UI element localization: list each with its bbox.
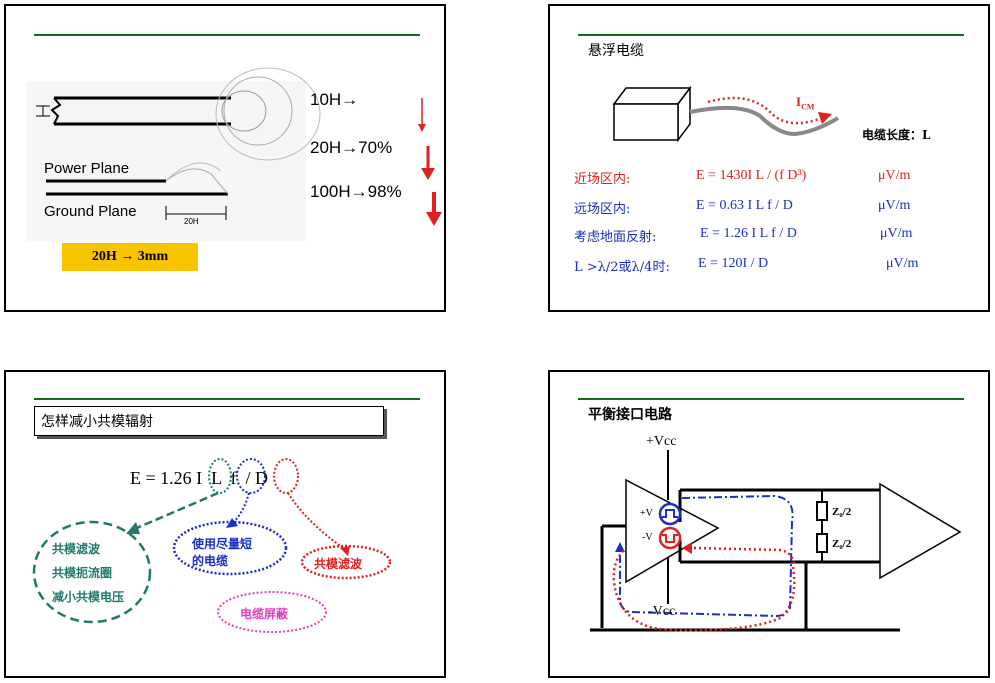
pcb-plane-diagram <box>26 67 442 241</box>
slide-floating-cable: 悬浮电缆 ICM 电缆长度：L 近场区内: E = 1430I L / (f D… <box>548 4 990 312</box>
title-rule <box>34 34 420 36</box>
teal-item-2: 共模扼流圈 <box>52 566 113 580</box>
cable-diagram <box>612 85 840 143</box>
row-ground-label: 考虑地面反射: <box>574 230 657 245</box>
title-rule <box>578 398 964 400</box>
title-box: 怎样减小共模辐射 <box>34 406 384 436</box>
title-rule <box>578 34 964 36</box>
row-ground-formula: E = 1.26 I L f / D <box>700 226 797 241</box>
z0-upper-label: Z₀/2 <box>832 506 852 518</box>
badge-20h-3mm: 20H → 3mm <box>62 243 198 271</box>
slide-balanced-interface: 平衡接口电路 +Vcc -Vcc +V -V Z <box>548 370 990 678</box>
row-far-unit: μV/m <box>878 198 911 213</box>
teal-item-3: 减小共模电压 <box>52 590 125 604</box>
row-ground-unit: μV/m <box>880 226 913 241</box>
blue-item-1: 使用尽量短 <box>192 537 253 551</box>
balanced-circuit-diagram <box>590 450 962 632</box>
vcc-positive-label: +Vcc <box>646 434 677 449</box>
red-item: 共模滤波 <box>314 557 363 571</box>
plus-v-label: +V <box>640 508 653 519</box>
dim-20h-label: 20H <box>184 217 199 226</box>
row-lambda-formula: E = 120I / D <box>698 256 769 271</box>
teal-item-1: 共模滤波 <box>52 542 101 556</box>
power-plane-label: Power Plane <box>44 160 130 177</box>
row-far-label: 远场区内: <box>574 202 631 217</box>
cm-reduction-diagram <box>32 458 392 633</box>
minus-v-label: -V <box>642 532 653 543</box>
vcc-negative-label: -Vcc <box>648 604 676 619</box>
z0-lower-label: Z₀/2 <box>832 538 852 550</box>
row-lambda-label: L >λ/2或λ/4时: <box>574 260 670 275</box>
label-100h: 100H→98% <box>310 182 402 201</box>
row-near-label: 近场区内: <box>574 172 631 187</box>
row-near-unit: μV/m <box>878 168 911 183</box>
slide-title: 怎样减小共模辐射 <box>41 414 153 430</box>
row-near-formula: E = 1430I L / (f D³) <box>696 168 807 183</box>
icm-main: I <box>796 94 802 109</box>
icm-label: ICM <box>796 94 814 112</box>
blue-item-2: 的电缆 <box>192 554 229 568</box>
formula-text: E = 1.26 I L f / D <box>130 468 268 488</box>
icm-sub: CM <box>801 102 815 112</box>
row-far-formula: E = 0.63 I L f / D <box>696 198 793 213</box>
slide-pcb-planes: 10H→ 20H→70% 100H→98% Power Plane Ground… <box>4 4 446 312</box>
label-20h: 20H→70% <box>310 138 393 157</box>
label-10h: 10H→ <box>310 90 359 109</box>
slide-title: 悬浮电缆 <box>588 43 644 59</box>
row-lambda-unit: μV/m <box>886 256 919 271</box>
pink-item: 电缆屏蔽 <box>240 607 289 621</box>
slide-title: 平衡接口电路 <box>588 407 672 423</box>
cable-length-label: 电缆长度：L <box>862 128 931 142</box>
ground-plane-label: Ground Plane <box>44 203 137 220</box>
title-rule <box>34 398 420 400</box>
slide-reduce-cm-radiation: 怎样减小共模辐射 E = 1.26 I L f / D 共模滤波 共模扼流圈 减… <box>4 370 446 678</box>
